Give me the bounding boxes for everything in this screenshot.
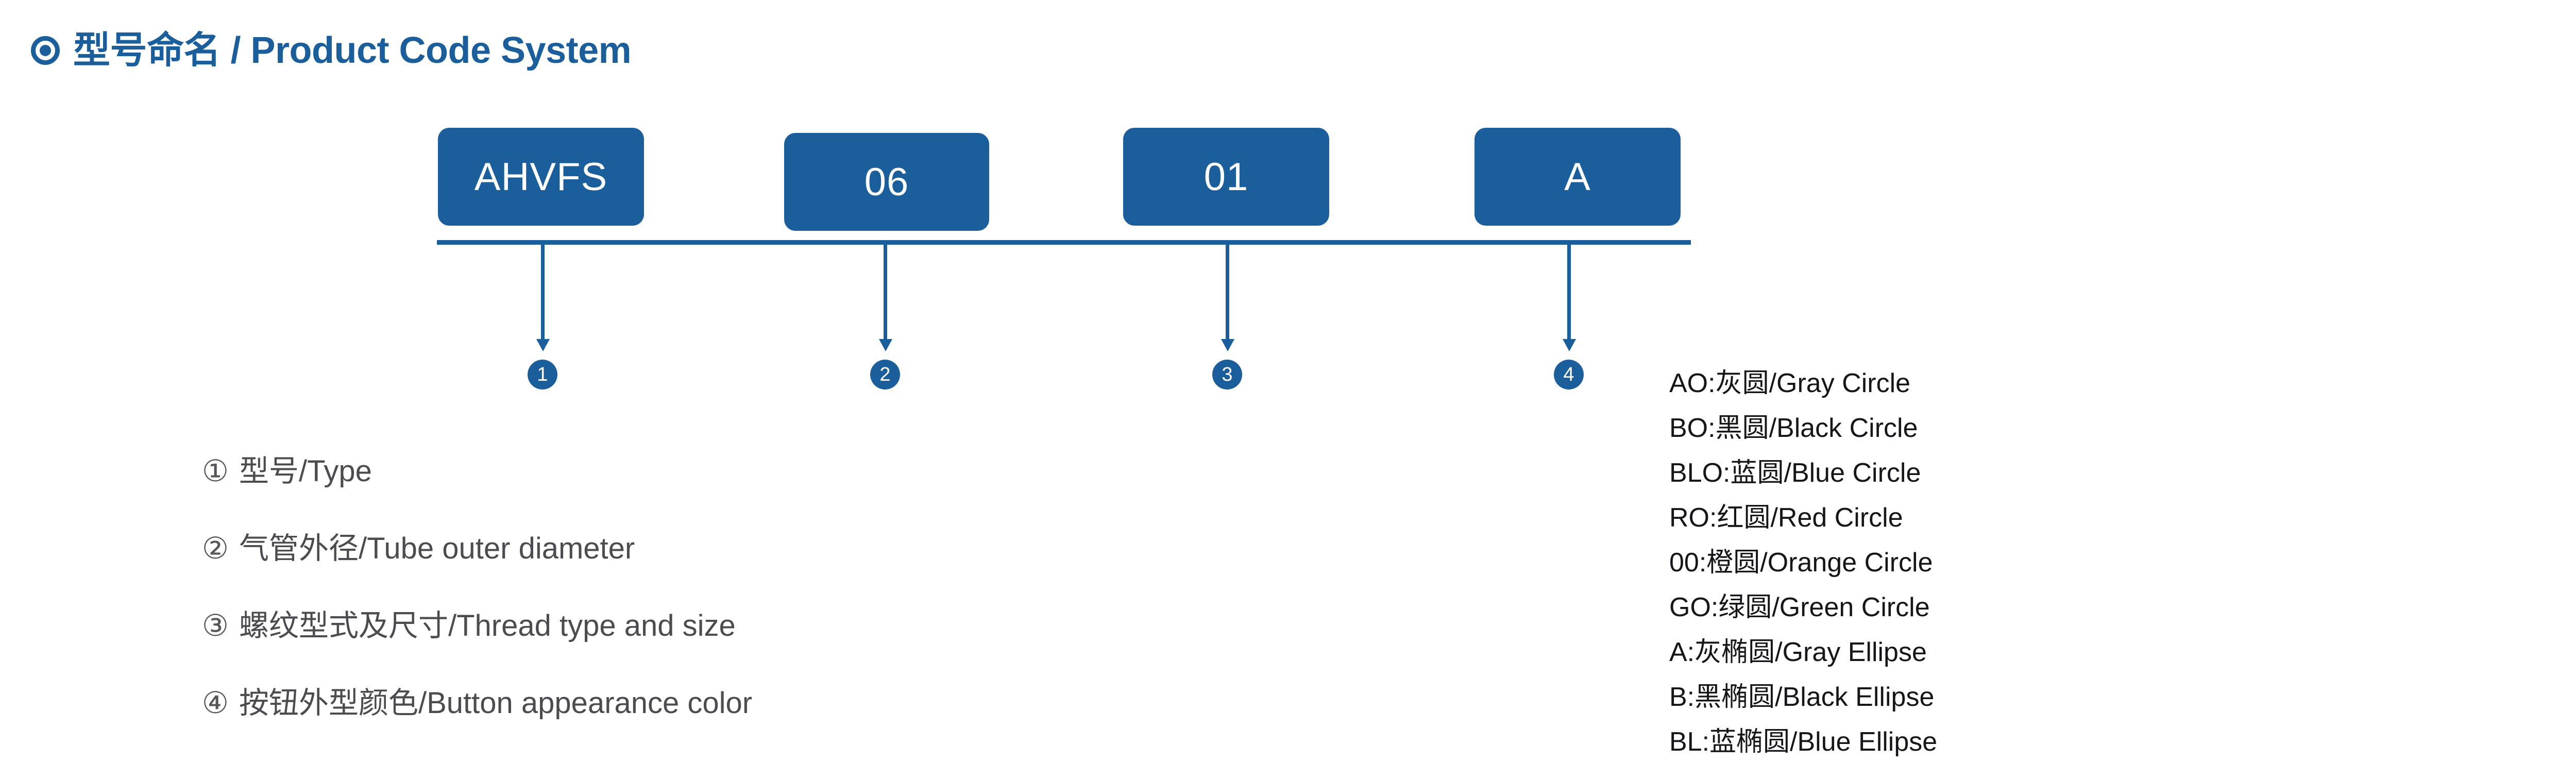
color-code-bl: BL:蓝椭圆/Blue Ellipse — [1669, 726, 1938, 757]
legend-marker-3: ③ — [202, 609, 229, 642]
color-code-00: 00:橙圆/Orange Circle — [1669, 547, 1933, 578]
code-box-tube-diameter: 06 — [784, 133, 989, 231]
legend-label-3: 螺纹型式及尺寸/Thread type and size — [239, 609, 736, 642]
legend-marker-2: ② — [202, 532, 229, 565]
color-code-a: A:灰椭圆/Gray Ellipse — [1669, 637, 1927, 667]
marker-circle-2: 2 — [870, 360, 900, 390]
legend-item-tube-diameter: ② 气管外径/Tube outer diameter — [202, 534, 752, 611]
legend-marker-1: ① — [202, 454, 229, 488]
leader-arrow-1 — [536, 242, 550, 351]
marker-circle-3: 3 — [1212, 360, 1242, 390]
target-dot-icon — [31, 36, 60, 65]
leader-arrow-4 — [1562, 242, 1576, 351]
legend-item-type: ① 型号/Type — [202, 456, 752, 534]
marker-circle-1: 1 — [528, 360, 557, 390]
color-code-list: AO:灰圆/Gray Circle BO:黑圆/Black Circle BLO… — [1669, 361, 1937, 764]
page-title-text: 型号命名 / Product Code System — [73, 30, 632, 71]
legend-label-1: 型号/Type — [239, 454, 372, 488]
legend-label-4: 按钮外型颜色/Button appearance color — [239, 686, 753, 720]
color-code-ao: AO:灰圆/Gray Circle — [1669, 368, 1911, 398]
marker-circle-4: 4 — [1554, 360, 1584, 390]
code-box-button-color: A — [1475, 128, 1681, 226]
legend-label-2: 气管外径/Tube outer diameter — [239, 532, 635, 565]
code-box-type: AHVFS — [438, 128, 644, 226]
legend-list: ① 型号/Type ② 气管外径/Tube outer diameter ③ 螺… — [202, 456, 752, 766]
legend-item-thread: ③ 螺纹型式及尺寸/Thread type and size — [202, 611, 752, 688]
diagram-rail — [437, 240, 1691, 245]
color-code-b: B:黑椭圆/Black Ellipse — [1669, 682, 1935, 712]
leader-arrow-3 — [1221, 242, 1234, 351]
leader-arrow-2 — [878, 242, 892, 351]
legend-marker-4: ④ — [202, 686, 229, 720]
color-code-bo: BO:黑圆/Black Circle — [1669, 413, 1918, 443]
color-code-go: GO:绿圆/Green Circle — [1669, 592, 1930, 622]
page-title: 型号命名 / Product Code System — [31, 30, 632, 71]
color-code-ro: RO:红圆/Red Circle — [1669, 502, 1903, 533]
color-code-blo: BLO:蓝圆/Blue Circle — [1669, 458, 1921, 488]
legend-item-button-color: ④ 按钮外型颜色/Button appearance color — [202, 688, 752, 766]
code-box-thread: 01 — [1123, 128, 1329, 226]
